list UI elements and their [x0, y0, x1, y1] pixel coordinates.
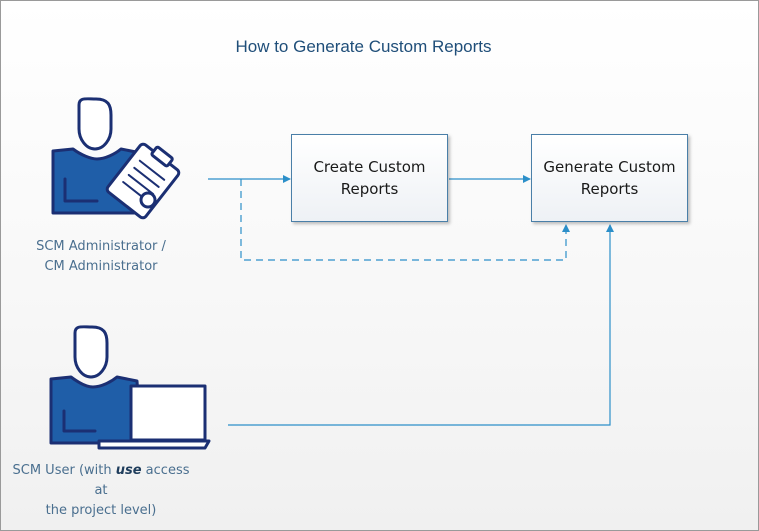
user-label-pre: SCM User (with	[12, 463, 116, 478]
generate-custom-reports-line2: Reports	[580, 180, 639, 198]
user-label-line1: SCM User (with use access at	[6, 461, 196, 501]
admin-label-line1: SCM Administrator /	[36, 239, 166, 254]
generate-custom-reports-box: Generate Custom Reports	[531, 134, 688, 222]
user-label-emphasis: use	[115, 463, 142, 478]
admin-label-line2: CM Administrator	[44, 259, 158, 274]
arrow-user-to-generate	[228, 224, 614, 426]
dashed-arrow-admin-to-generate	[240, 179, 570, 261]
create-custom-reports-line2: Reports	[340, 180, 399, 198]
diagram-title: How to Generate Custom Reports	[235, 37, 492, 56]
create-custom-reports-line1: Create Custom	[313, 158, 426, 176]
user-label-post: access at	[94, 463, 190, 498]
generate-custom-reports-line1: Generate Custom	[543, 158, 676, 176]
create-custom-reports-box: Create Custom Reports	[291, 134, 448, 222]
admin-actor-label: SCM Administrator / CM Administrator	[16, 237, 186, 277]
user-label-line2: the project level)	[45, 503, 157, 518]
user-actor-label: SCM User (with use access at the project…	[6, 461, 196, 521]
